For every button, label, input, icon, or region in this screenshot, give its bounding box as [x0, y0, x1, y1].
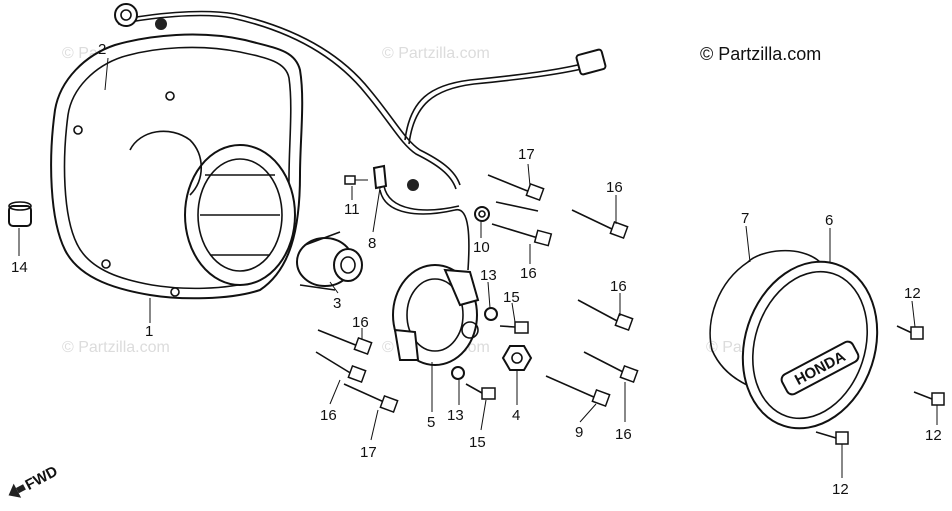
- callout-10: 10: [473, 239, 490, 256]
- callout-9: 9: [575, 424, 583, 441]
- callout-15-upper: 15: [503, 289, 520, 306]
- part-13-washers: [451, 307, 498, 380]
- callout-labels: 2 1 14 3 11 8 10 13 15 17 16 16 16 16 16…: [11, 41, 942, 498]
- callout-13-upper: 13: [480, 267, 497, 284]
- part-15-bolts: [465, 321, 529, 400]
- callout-17-upper: 17: [518, 146, 535, 163]
- copyright-text: © Partzilla.com: [700, 44, 822, 64]
- callout-14: 14: [11, 259, 28, 276]
- part-8-clamp: [372, 164, 388, 190]
- callout-8: 8: [368, 235, 376, 252]
- callout-17-lower: 17: [360, 444, 377, 461]
- part-4-nut: [501, 345, 533, 371]
- callout-5: 5: [427, 414, 435, 431]
- callout-7: 7: [741, 210, 749, 227]
- part-14-dowel: [8, 201, 32, 227]
- callout-2: 2: [98, 41, 106, 58]
- long-bolts: [315, 174, 639, 413]
- callout-13-lower: 13: [447, 407, 464, 424]
- callout-11: 11: [344, 201, 360, 218]
- part-12-screws: [815, 325, 945, 445]
- callout-16-left-upper: 16: [352, 314, 369, 331]
- callout-16-right: 16: [610, 278, 627, 295]
- fwd-direction-arrow: FWD: [8, 463, 61, 498]
- watermark-3: © Partzilla.com: [62, 339, 170, 356]
- callout-3: 3: [333, 295, 341, 312]
- callout-6: 6: [825, 212, 833, 229]
- wire-harness: [114, 3, 607, 271]
- callout-16-mid: 16: [520, 265, 537, 282]
- watermark-2: © Partzilla.com: [382, 45, 490, 62]
- part-10-washer: [474, 206, 490, 222]
- callout-12-right: 12: [925, 427, 942, 444]
- callout-12-bottom: 12: [832, 481, 849, 498]
- leader-lines: [18, 57, 938, 478]
- part-6-side-cover: HONDA: [741, 260, 879, 430]
- callout-12-upper: 12: [904, 285, 921, 302]
- callout-16-lower-right: 16: [615, 426, 632, 443]
- callout-1: 1: [145, 323, 153, 340]
- callout-4: 4: [512, 407, 520, 424]
- part-1-crankcase-cover: [50, 33, 304, 300]
- fwd-label: FWD: [22, 463, 60, 494]
- callout-16-left-lower: 16: [320, 407, 337, 424]
- part-3-rotor: [296, 231, 363, 291]
- callout-16-upper-right: 16: [606, 179, 623, 196]
- part-11-screw: [344, 175, 368, 185]
- callout-15-lower: 15: [469, 434, 486, 451]
- part-5-stator: [392, 264, 480, 366]
